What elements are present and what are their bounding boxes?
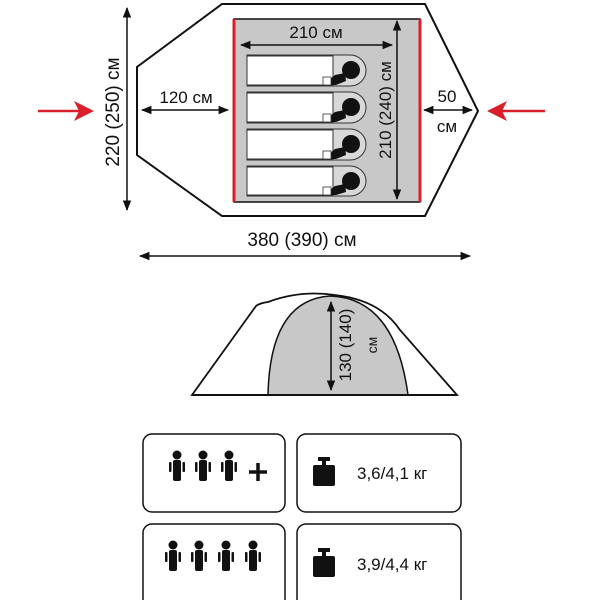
back-vestibule-unit: см xyxy=(437,117,457,136)
entrance-arrow-right-icon xyxy=(487,101,545,121)
spec-weight-1: 3,6/4,1 кг xyxy=(296,433,462,513)
spec-capacity-1 xyxy=(142,433,286,513)
entrance-arrow-left-icon xyxy=(38,101,94,121)
sleeping-pad xyxy=(246,128,367,161)
sleeping-pad xyxy=(246,54,367,87)
height-unit: см xyxy=(364,337,380,354)
inner-length-label: 210 (240) см xyxy=(376,61,395,159)
sleeping-places xyxy=(246,54,367,197)
weight-value: 3,9/4,4 кг xyxy=(357,555,427,574)
inner-tent-profile xyxy=(267,295,409,396)
three-people-plus-icon xyxy=(169,450,267,481)
inner-width-label: 210 см xyxy=(289,23,342,42)
back-vestibule-value: 50 xyxy=(438,87,457,106)
spec-capacity-2 xyxy=(142,523,286,600)
sleeping-pad xyxy=(246,165,367,197)
front-vestibule-label: 120 см xyxy=(159,88,212,107)
floor-plan: 210 см 210 (240) см 220 (250) см 120 см … xyxy=(38,3,545,261)
side-view: 130 (140) см xyxy=(190,292,459,396)
sleeping-pad xyxy=(246,91,367,124)
total-width-label: 220 (250) см xyxy=(103,57,124,166)
spec-weight-2: 3,9/4,4 кг xyxy=(296,523,462,600)
total-length-label: 380 (390) см xyxy=(247,230,356,251)
weight-value: 3,6/4,1 кг xyxy=(357,464,427,483)
height-label: 130 (140) xyxy=(336,309,355,382)
